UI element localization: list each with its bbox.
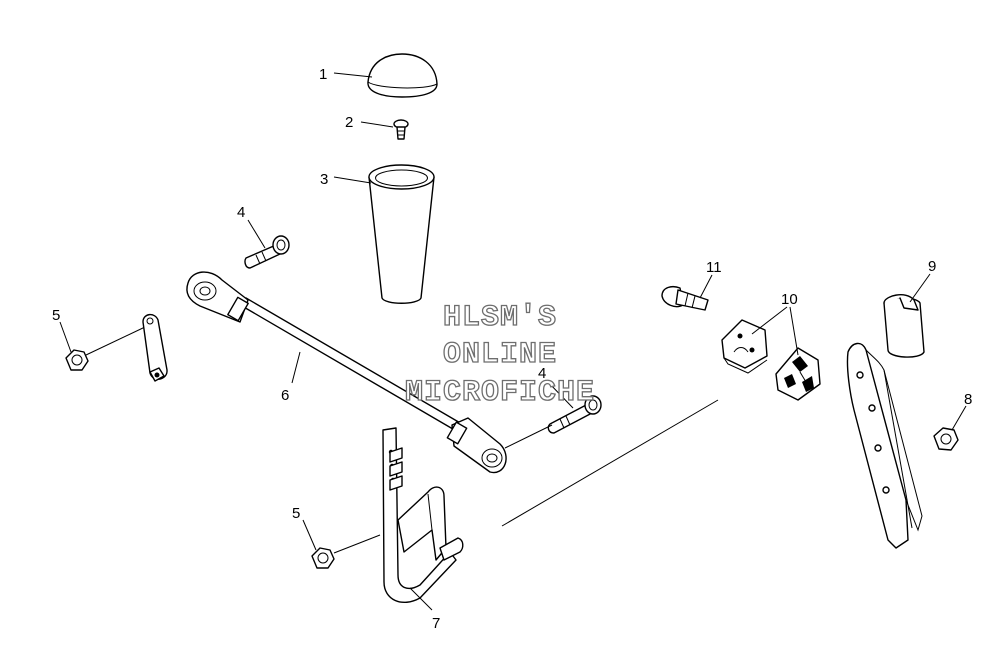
leader-9 [909, 273, 931, 303]
leader-8 [951, 405, 967, 431]
part-6-rod[interactable] [186, 271, 507, 474]
axis-line-rod [504, 424, 553, 449]
watermark: HLSM'S ONLINE MICROFICHE [404, 300, 595, 410]
callout-6: 6 [281, 387, 289, 404]
axis-line-long [501, 399, 719, 527]
callout-8: 8 [964, 391, 972, 408]
callout-5-left: 5 [52, 307, 60, 324]
leader-10a [751, 306, 788, 335]
callout-7: 7 [432, 615, 440, 632]
part-link-arm[interactable] [142, 313, 168, 382]
watermark-line-3: MICROFICHE [405, 376, 595, 410]
callout-4-upper: 4 [237, 204, 245, 221]
leader-11 [699, 274, 713, 299]
leader-3 [333, 176, 372, 184]
part-8-nut[interactable] [933, 427, 959, 451]
leader-5-lower [302, 519, 317, 551]
callout-4-lower: 4 [538, 365, 546, 382]
callout-9: 9 [928, 258, 936, 275]
callout-3: 3 [320, 171, 328, 188]
watermark-line-2: ONLINE [443, 338, 557, 372]
part-5-nut-left[interactable] [65, 326, 146, 371]
part-1-knob-cap[interactable] [367, 53, 438, 98]
part-3-grip[interactable] [368, 164, 435, 304]
part-5-nut-lower[interactable] [311, 534, 381, 569]
part-bracket-plate[interactable] [846, 342, 923, 549]
callout-2: 2 [345, 114, 353, 131]
part-9-boot[interactable] [883, 294, 925, 358]
leader-4-lower [547, 381, 574, 409]
part-7-lever[interactable] [382, 427, 464, 603]
part-4-bolt-lower[interactable] [547, 395, 602, 434]
watermark-line-1: HLSM'S [443, 301, 557, 335]
leader-4-upper [247, 219, 266, 249]
part-2-screw[interactable] [393, 119, 409, 140]
part-11-bolt[interactable] [661, 286, 709, 311]
leader-1 [333, 72, 373, 78]
part-4-bolt-upper[interactable] [244, 235, 290, 269]
leader-5-left [59, 321, 72, 353]
part-10-coupling[interactable] [721, 319, 821, 401]
leader-10b [789, 306, 799, 356]
callout-5-lower: 5 [292, 505, 300, 522]
callout-1: 1 [319, 66, 327, 83]
callout-11: 11 [706, 259, 722, 276]
leader-2 [360, 121, 394, 128]
leader-7 [409, 587, 433, 611]
callout-10: 10 [781, 291, 798, 308]
leader-6 [291, 351, 301, 384]
